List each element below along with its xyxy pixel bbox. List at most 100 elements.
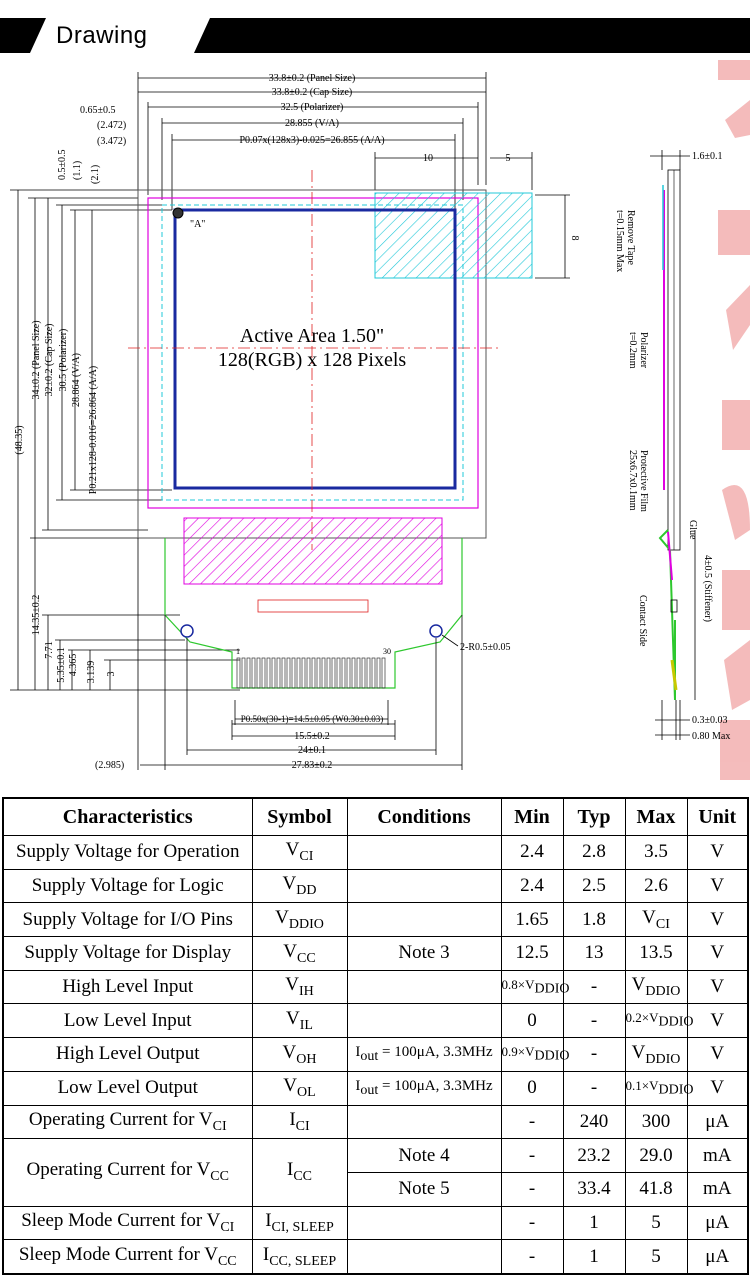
active-area-label: Active Area 1.50": [240, 325, 384, 347]
fpc-pin: [356, 657, 361, 689]
header-conditions: Conditions: [346, 797, 502, 836]
left-dimension-lines: [10, 189, 240, 691]
dim-aa-w: P0.07x(128x3)-0.025=26.855 (A/A): [239, 135, 384, 146]
cell-unit: V: [686, 902, 749, 938]
cell-conditions: [346, 902, 502, 938]
dim-fpc-535: 5.35±0.1: [56, 647, 67, 683]
cell-min: 0.9×VDDIO: [500, 1037, 569, 1072]
cell-typ: 33.4: [562, 1171, 626, 1207]
cell-conditions: [346, 1104, 502, 1140]
cell-characteristics: Sleep Mode Current for VCI: [2, 1205, 253, 1241]
fpc-hole-right: [429, 624, 443, 638]
cell-typ: 1.8: [562, 902, 626, 938]
cell-min: 0: [500, 1003, 564, 1039]
cell-min: 0: [500, 1070, 564, 1106]
cell-min: 0.8×VDDIO: [500, 969, 569, 1005]
header-typ: Typ: [562, 797, 626, 836]
cell-symbol: ICI, SLEEP: [251, 1205, 348, 1241]
cell-min: -: [500, 1171, 564, 1207]
fpc-hole-left: [180, 624, 194, 638]
dim-side-thickness: 1.6±0.1: [692, 151, 723, 162]
section-title: Drawing: [56, 22, 148, 49]
cell-symbol: VCC: [251, 936, 348, 971]
label-contact-side: Contact Side: [637, 595, 648, 647]
fpc-pin: [316, 657, 321, 689]
cell-symbol: ICI: [251, 1104, 348, 1140]
cell-symbol: VCI: [251, 835, 348, 870]
cell-conditions: Iout = 100μA, 3.3MHz: [346, 1037, 502, 1072]
pixels-label: 128(RGB) x 128 Pixels: [218, 349, 407, 371]
dim-fpc-14: 14.35±0.2: [31, 595, 42, 636]
dim-fpc-3139: 3.139: [86, 661, 97, 684]
fpc-pin: [326, 657, 331, 689]
fpc-pin: [301, 657, 306, 689]
cell-conditions: [346, 1205, 502, 1241]
fpc-pin: [381, 657, 386, 689]
cell-conditions: Note 4: [346, 1138, 502, 1173]
fpc-pin: [236, 657, 241, 689]
cell-characteristics: Operating Current for VCC: [2, 1138, 253, 1207]
fpc-pin: [251, 657, 256, 689]
label-remove-tape-t: t=0.15mm Max: [614, 210, 625, 272]
cell-characteristics: Low Level Input: [2, 1003, 253, 1039]
dim-left-065: 0.65±0.5: [80, 105, 116, 116]
fpc-pin: [246, 657, 251, 689]
cell-unit: V: [686, 1003, 749, 1039]
cell-max: VCI: [624, 902, 688, 938]
dim-radius: 2-R0.5±0.05: [460, 642, 511, 653]
side-view: [650, 150, 696, 740]
cell-typ: 2.5: [562, 868, 626, 904]
cell-typ: 13: [562, 936, 626, 971]
cell-conditions: Note 5: [346, 1171, 502, 1207]
table-header-row: Characteristics Symbol Conditions Min Ty…: [2, 797, 749, 836]
cell-unit: V: [686, 1037, 749, 1072]
dim-five: 5: [506, 153, 511, 164]
cell-typ: -: [562, 1003, 626, 1039]
cell-characteristics: Supply Voltage for Operation: [2, 835, 253, 870]
cell-typ: -: [562, 1037, 626, 1072]
point-a-label: "A": [190, 219, 205, 230]
fpc-pin: [296, 657, 301, 689]
cell-typ: 23.2: [562, 1138, 626, 1173]
cell-typ: 240: [562, 1104, 626, 1140]
cell-typ: 1: [562, 1205, 626, 1241]
cell-conditions: [346, 969, 502, 1005]
cell-min: 2.4: [500, 835, 564, 870]
fpc-hatch-area: [183, 517, 443, 585]
dim-va-h: 28.864 (V/A): [71, 353, 82, 407]
cell-symbol: VDD: [251, 868, 348, 904]
header-characteristics: Characteristics: [2, 797, 253, 836]
fpc-pin: [331, 657, 336, 689]
cell-typ: -: [562, 1070, 626, 1106]
cell-min: -: [500, 1138, 564, 1173]
cell-max: VDDIO: [624, 1037, 688, 1072]
mechanical-drawing: 33.8±0.2 (Panel Size) 33.8±0.2 (Cap Size…: [10, 60, 750, 780]
cell-max: VDDIO: [624, 969, 688, 1005]
dim-panel-size-w: 33.8±0.2 (Panel Size): [269, 73, 356, 84]
cell-symbol: ICC: [251, 1138, 348, 1207]
header-tab: [30, 18, 210, 53]
cell-characteristics: Low Level Output: [2, 1070, 253, 1106]
cell-characteristics: Supply Voltage for Display: [2, 936, 253, 971]
fpc-pin: [376, 657, 381, 689]
cell-unit: V: [686, 1070, 749, 1106]
bottom-dimension-lines: [137, 538, 463, 770]
fpc-pin: [261, 657, 266, 689]
fpc-pin: [256, 657, 261, 689]
fpc-pin: [336, 657, 341, 689]
dim-left-21: (2.1): [90, 165, 101, 184]
dim-left-2472: (2.472): [97, 120, 126, 131]
dim-left-05: 0.5±0.5: [57, 150, 68, 181]
cell-symbol: ICC, SLEEP: [251, 1239, 348, 1275]
dim-fpc-771: 7.71: [44, 641, 55, 659]
cell-unit: V: [686, 969, 749, 1005]
